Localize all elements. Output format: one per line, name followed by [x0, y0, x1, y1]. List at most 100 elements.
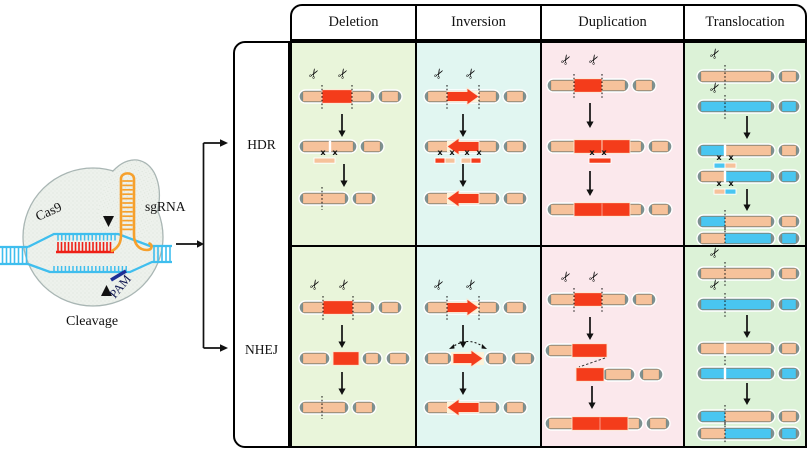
chromosome-body — [701, 411, 725, 422]
chromosome-body-edge — [355, 193, 373, 204]
scissors-icon: ✂ — [558, 51, 576, 68]
chromosome-body — [782, 368, 796, 379]
chromosome-body-edge — [700, 299, 772, 310]
donor-template — [713, 188, 726, 195]
chromosome-body-edge — [700, 171, 772, 182]
grid-divider — [292, 245, 805, 247]
inversion-arrow — [446, 87, 480, 106]
scissors-icon: ✂ — [306, 65, 324, 82]
chromosome-body-edge — [700, 145, 772, 156]
chromosome-body-edge — [302, 402, 346, 413]
process-arrow-head — [338, 388, 346, 395]
inversion-arrow — [446, 298, 480, 317]
pam-segment — [110, 269, 127, 282]
cleavage-triangle-top — [103, 216, 114, 227]
chromosome-body — [382, 91, 398, 102]
chromosome-body — [390, 353, 406, 364]
chromosome-body-edge — [363, 141, 381, 152]
chromosome-body — [701, 299, 771, 310]
chromosome-body-edge — [781, 171, 797, 182]
chromosome-body-edge — [649, 418, 667, 429]
chromosome-body-edge — [700, 71, 772, 82]
nhej-branch-arrow-head — [220, 344, 228, 352]
chromosome-body — [364, 141, 380, 152]
sgrna-hairpin — [110, 172, 153, 253]
donor-template — [588, 157, 612, 164]
red-segment — [601, 139, 631, 154]
chromosome-body — [303, 141, 353, 152]
donor-template — [460, 157, 472, 164]
chromosome-body-edge — [700, 233, 772, 244]
chromosome-body-edge — [781, 428, 797, 439]
column-header-deletion: Deletion — [328, 14, 379, 30]
chromosome-body — [507, 141, 523, 152]
scissors-icon: ✂ — [336, 276, 354, 293]
red-segment — [321, 89, 353, 104]
flow-arrow-head — [197, 240, 204, 248]
chromosome-body — [636, 294, 652, 305]
chromosome-body — [782, 145, 796, 156]
row-header-hdr: HDR — [247, 137, 276, 152]
recombination-cross: x — [601, 147, 607, 157]
inversion-arrow — [446, 398, 480, 417]
cell-nhej-duplication: ✂✂ — [542, 247, 683, 446]
recombination-cross: x — [728, 178, 734, 188]
scissors-icon: ✂ — [707, 45, 725, 62]
red-segment — [573, 139, 603, 154]
chromosome-body-edge — [381, 91, 399, 102]
dna-double-helix — [0, 232, 172, 274]
process-arrow-head — [459, 388, 467, 395]
chromosome-body-edge — [781, 145, 797, 156]
chromosome-body-edge — [635, 294, 653, 305]
flip-arc — [450, 340, 486, 349]
grid-divider — [540, 43, 542, 446]
sgrna-label: sgRNA — [145, 199, 186, 214]
scissors-icon: ✂ — [586, 268, 604, 285]
chromosome-body — [507, 91, 523, 102]
chromosome-body-edge — [389, 353, 407, 364]
red-segment — [571, 343, 608, 358]
chromosome-body-edge — [381, 302, 399, 313]
chromosome-body-edge — [355, 402, 373, 413]
chromosome-body — [515, 353, 531, 364]
chromosome-body-edge — [700, 216, 772, 227]
chromosome-body-edge — [365, 353, 379, 364]
staggered-join-line — [578, 357, 606, 368]
chromosome-body-edge — [514, 353, 532, 364]
chromosome-body — [782, 428, 796, 439]
chromosome-body-edge — [642, 369, 660, 380]
break-gap — [328, 140, 332, 153]
chromosome-body — [606, 369, 631, 380]
chromosome-body — [489, 353, 503, 364]
chromosome-body — [782, 71, 796, 82]
inversion-arrow — [446, 137, 480, 156]
break-gap — [723, 144, 727, 157]
flip-arc-head — [481, 344, 487, 349]
chromosome-body — [701, 101, 771, 112]
break-gap — [723, 170, 727, 183]
cas9-complex-panel: Cas9 sgRNA PAM Cleavage — [0, 139, 228, 352]
chromosome-body — [366, 353, 378, 364]
chromosome-body — [356, 193, 372, 204]
scissors-icon: ✂ — [707, 247, 725, 261]
chromosome-body — [356, 402, 372, 413]
cell-nhej-translocation: ✂✂ — [685, 247, 805, 446]
inversion-arrow — [446, 189, 480, 208]
hdr-branch-arrow-head — [220, 139, 228, 147]
row-header-nhej: NHEJ — [245, 342, 278, 357]
scissors-icon: ✂ — [335, 65, 353, 82]
scissors-icon: ✂ — [463, 65, 481, 82]
chromosome-body — [428, 353, 448, 364]
chromosome-body — [782, 411, 796, 422]
red-segment — [573, 292, 603, 307]
chromosome-body-edge — [781, 299, 797, 310]
process-arrow-head — [459, 341, 467, 348]
process-arrow-head — [338, 130, 346, 137]
chromosome-body — [643, 369, 659, 380]
donor-template — [444, 157, 456, 164]
chromosome-body-edge — [651, 141, 669, 152]
